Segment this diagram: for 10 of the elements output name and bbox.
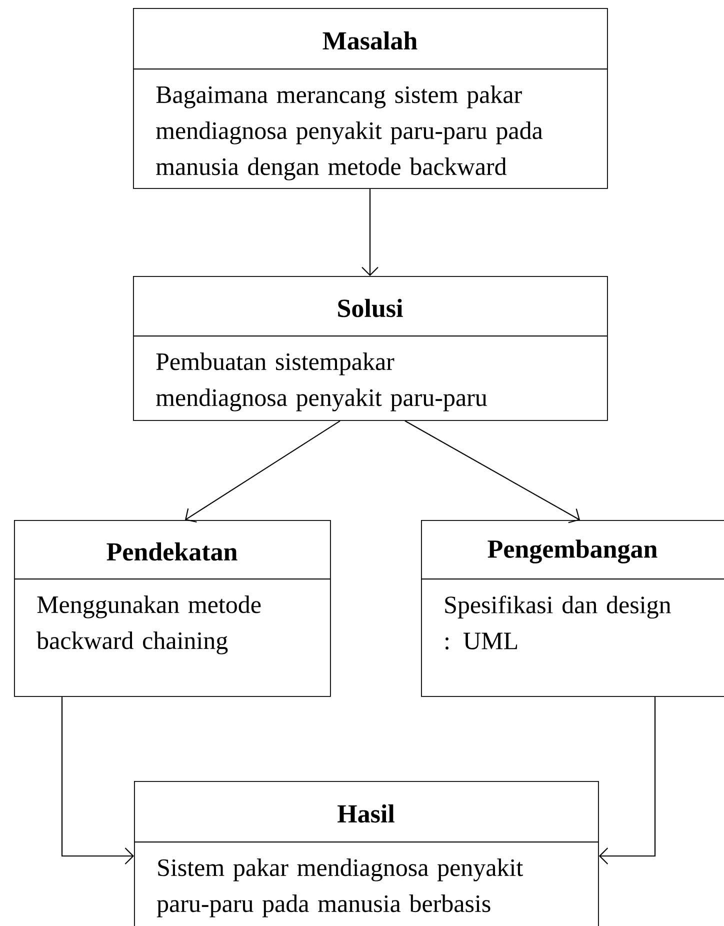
titled-box: Masalah Bagaimana merancang sistem pakar mendiagnosa penyakit paru-paru pada manusia dengan metode backward bbox=[132, 8, 608, 189]
arrow bbox=[61, 696, 134, 864]
arrow bbox=[185, 420, 340, 523]
arrow bbox=[598, 696, 656, 864]
titled-box: Solusi Pembuatan sistempakar mendiagnosa penyakit paru-paru bbox=[132, 276, 608, 421]
titled-box: Pengembangan Spesifikasi dan design : UML bbox=[420, 520, 724, 697]
arrow bbox=[362, 188, 378, 276]
titled-box: Pendekatan Menggunakan metode backward chaining bbox=[14, 520, 331, 697]
titled-box: Hasil Sistem pakar mendiagnosa penyakit paru-paru pada manusia berbasis bbox=[134, 781, 599, 926]
arrow bbox=[404, 420, 580, 524]
